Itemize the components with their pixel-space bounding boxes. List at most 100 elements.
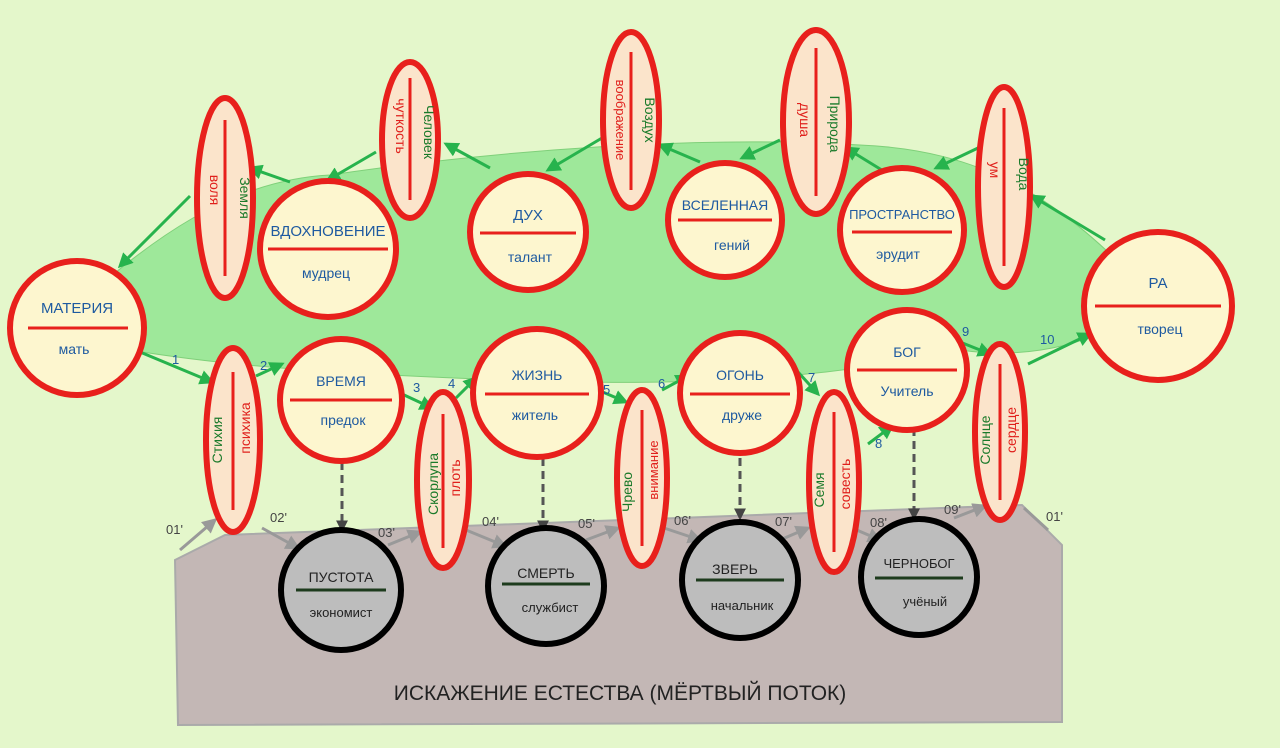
svg-text:ОГОНЬ: ОГОНЬ (716, 367, 764, 383)
step-number: 1 (172, 352, 179, 367)
arrow-ra-water (1029, 194, 1106, 242)
svg-text:Учитель: Учитель (880, 383, 933, 399)
circle-fire: ОГОНЬ друже (677, 330, 803, 456)
svg-text:творец: творец (1137, 321, 1182, 337)
svg-text:ДУХ: ДУХ (513, 207, 543, 224)
dead-step-number: 04' (482, 514, 499, 529)
dead-step-number: 02' (270, 510, 287, 525)
dead-arrows (179, 503, 1050, 552)
svg-text:ум: ум (987, 162, 1003, 178)
svg-text:плоть: плоть (447, 459, 463, 496)
circle-inspiration: ВДОХНОВЕНИЕ мудрец (257, 178, 399, 320)
svg-text:Земля: Земля (237, 177, 253, 219)
svg-text:ВРЕМЯ: ВРЕМЯ (316, 373, 366, 389)
svg-text:ПУСТОТА: ПУСТОТА (309, 569, 375, 585)
svg-text:ЗВЕРЬ: ЗВЕРЬ (712, 561, 758, 577)
svg-text:БОГ: БОГ (893, 344, 921, 360)
arrow-air-spirit (545, 136, 603, 172)
arrow-earth-matter (117, 194, 192, 269)
step-number: 9 (962, 324, 969, 339)
circle-time: ВРЕМЯ предок (277, 336, 405, 464)
step-number: 8 (875, 436, 882, 451)
ellipse-water: Вода ум (975, 84, 1033, 290)
dead-node-chernobog: ЧЕРНОБОГ учёный (858, 516, 980, 638)
dead-step-number: 07' (775, 514, 792, 529)
svg-text:учёный: учёный (903, 594, 947, 609)
svg-text:ЖИЗНЬ: ЖИЗНЬ (512, 367, 563, 383)
svg-text:Вода: Вода (1016, 158, 1032, 191)
svg-text:Человек: Человек (421, 105, 437, 160)
svg-text:чуткость: чуткость (393, 98, 409, 153)
step-numbers: 1 2 3 4 5 6 7 8 9 10 (172, 324, 1054, 451)
ellipse-sun: Солнце сердце (972, 341, 1028, 523)
svg-text:Солнце: Солнце (977, 415, 993, 464)
dead-node-beast: ЗВЕРЬ начальник (679, 519, 801, 641)
upper-arrows (117, 136, 1106, 269)
circle-universe: ВСЕЛЕННАЯ гений (665, 160, 785, 280)
step-number: 3 (413, 380, 420, 395)
ellipse-nature: Природа душа (780, 27, 852, 217)
svg-text:Природа: Природа (827, 96, 843, 153)
step-number: 5 (603, 382, 610, 397)
svg-text:воля: воля (207, 175, 223, 206)
arrow-human-inspiration (325, 150, 377, 182)
dead-step-number: 01' (166, 522, 183, 537)
arrow-space-nature (843, 146, 886, 174)
svg-text:службист: службист (522, 600, 579, 615)
svg-text:сердце: сердце (1003, 407, 1019, 453)
svg-text:Скорлупа: Скорлупа (425, 453, 441, 515)
dead-step-number: 09' (944, 502, 961, 517)
svg-text:внимание: внимание (646, 440, 661, 499)
ellipse-shell: Скорлупа плоть (414, 389, 472, 571)
step-number: 2 (260, 358, 267, 373)
svg-text:психика: психика (237, 402, 253, 454)
svg-text:совесть: совесть (837, 459, 853, 510)
arrow-water-space (933, 146, 979, 170)
svg-text:СМЕРТЬ: СМЕРТЬ (517, 565, 574, 581)
circle-space: ПРОСТРАНСТВО эрудит (837, 165, 967, 295)
circle-god: БОГ Учитель (844, 307, 970, 433)
svg-text:гений: гений (714, 237, 750, 253)
dead-node-death: СМЕРТЬ службист (485, 525, 607, 647)
step-number: 10 (1040, 332, 1054, 347)
svg-text:Воздух: Воздух (642, 97, 658, 142)
ellipse-element: Стихия психика (203, 345, 263, 535)
step-number: 7 (808, 370, 815, 385)
svg-text:Семя: Семя (811, 472, 827, 507)
svg-text:ВДОХНОВЕНИЕ: ВДОХНОВЕНИЕ (271, 223, 386, 240)
svg-text:Чрево: Чрево (619, 472, 635, 512)
dead-step-number: 05' (578, 516, 595, 531)
svg-text:начальник: начальник (711, 598, 774, 613)
ellipse-human: Человек чуткость (379, 59, 441, 221)
svg-text:экономист: экономист (310, 605, 373, 620)
svg-text:воображение: воображение (613, 80, 628, 161)
ellipse-earth: Земля воля (194, 95, 256, 301)
svg-text:РА: РА (1148, 275, 1167, 292)
svg-text:мать: мать (59, 341, 90, 357)
step-number: 4 (448, 376, 455, 391)
arrow-inspiration-earth (247, 164, 291, 184)
arrow-universe-air (657, 142, 701, 164)
dead-step-number: 01' (1046, 509, 1063, 524)
circle-life: ЖИЗНЬ житель (470, 326, 604, 460)
dead-step-number: 03' (378, 525, 395, 540)
svg-text:житель: житель (512, 407, 558, 423)
svg-text:талант: талант (508, 249, 553, 265)
ellipse-air: Воздух воображение (600, 29, 662, 211)
step-number: 6 (658, 376, 665, 391)
arrow-spirit-human (443, 142, 491, 170)
svg-text:ВСЕЛЕННАЯ: ВСЕЛЕННАЯ (682, 197, 769, 213)
dead-step-number: 06' (674, 513, 691, 528)
svg-text:предок: предок (321, 412, 367, 428)
drop-arrows (336, 428, 920, 533)
circle-spirit: ДУХ талант (467, 171, 589, 293)
svg-text:эрудит: эрудит (876, 246, 920, 262)
dead-step-numbers: 01' 02' 03' 04' 05' 06' 07' 08' 09' 01' (166, 502, 1063, 540)
svg-text:друже: друже (722, 407, 762, 423)
svg-text:Стихия: Стихия (209, 417, 225, 464)
dead-step-number: 08' (870, 515, 887, 530)
ellipse-womb: Чрево внимание (614, 387, 670, 569)
svg-text:МАТЕРИЯ: МАТЕРИЯ (41, 300, 113, 317)
svg-text:ПРОСТРАНСТВО: ПРОСТРАНСТВО (849, 207, 955, 222)
